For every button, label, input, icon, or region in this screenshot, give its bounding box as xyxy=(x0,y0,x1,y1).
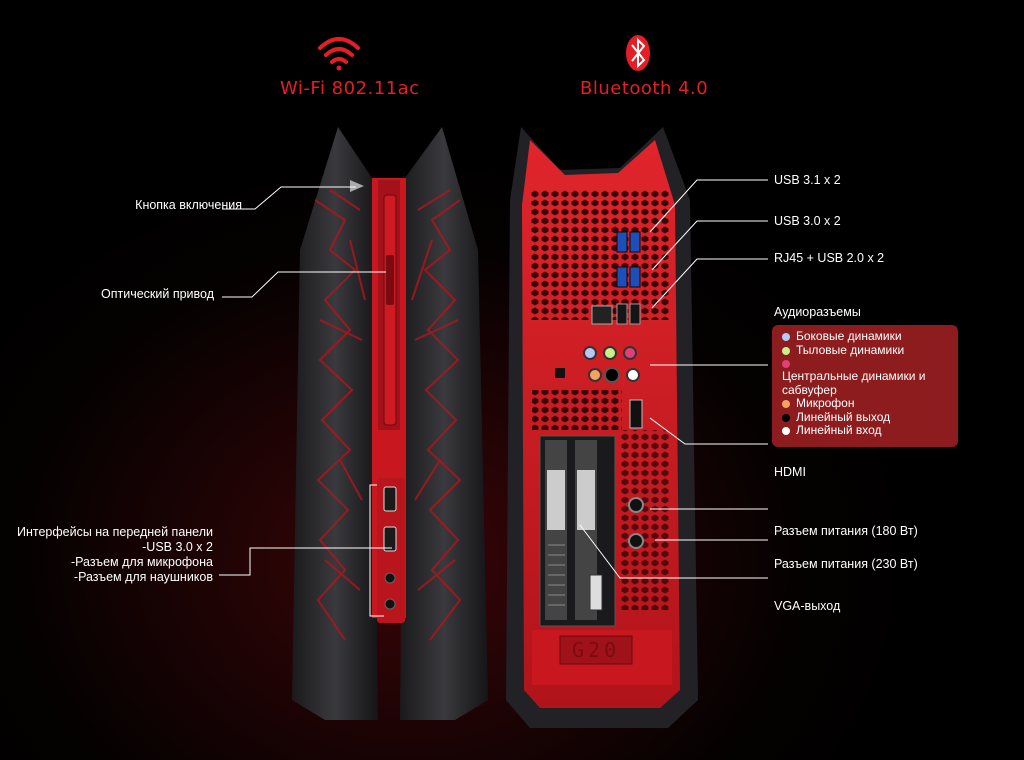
audio-legend: Боковые динамики Тыловые динамики Центра… xyxy=(772,325,958,447)
audio-item-line-out: Линейный выход xyxy=(782,410,952,425)
pc-rear-view xyxy=(506,127,698,728)
wifi-title: Wi-Fi 802.11ac xyxy=(280,78,420,99)
label-front-headphones: -Разъем для наушников xyxy=(73,570,213,584)
label-rj45: RJ45 + USB 2.0 x 2 xyxy=(774,251,885,265)
product-logo: G20 xyxy=(572,638,621,662)
audio-item-rear: Тыловые динамики xyxy=(782,343,952,358)
label-optical-drive: Оптический привод xyxy=(101,287,214,301)
label-audio-title: Аудиоразъемы xyxy=(774,305,861,319)
callout-lines xyxy=(219,179,768,617)
label-usb30: USB 3.0 x 2 xyxy=(774,214,841,228)
label-front-mic: -Разъем для микрофона xyxy=(70,555,213,569)
label-front-usb: -USB 3.0 x 2 xyxy=(142,540,213,554)
label-power-button: Кнопка включения xyxy=(135,198,242,212)
dot-icon xyxy=(782,346,790,355)
label-power-230: Разъем питания (230 Вт) xyxy=(774,557,918,571)
label-hdmi: HDMI xyxy=(774,465,806,479)
bluetooth-icon xyxy=(626,35,650,71)
rear-audio-jacks xyxy=(555,346,640,383)
dot-icon xyxy=(782,333,790,341)
pc-front-view xyxy=(292,127,488,720)
audio-item-mic: Микрофон xyxy=(782,396,952,411)
label-vga: VGA-выход xyxy=(774,599,841,613)
label-usb31: USB 3.1 x 2 xyxy=(774,173,841,187)
dot-icon xyxy=(782,413,790,422)
rear-usb-ports xyxy=(591,231,641,325)
wifi-icon xyxy=(318,37,360,71)
dot-icon xyxy=(782,427,790,435)
audio-item-line-in: Линейный вход xyxy=(782,423,952,438)
audio-item-center: Центральные динамики и сабвуфер xyxy=(782,357,952,397)
label-front-panel-title: Интерфейсы на передней панели xyxy=(16,525,213,539)
dot-icon xyxy=(782,400,790,408)
label-front-panel: Интерфейсы на передней панели -USB 3.0 x… xyxy=(10,525,213,585)
audio-item-side: Боковые динамики xyxy=(782,329,952,344)
bluetooth-title: Bluetooth 4.0 xyxy=(580,78,709,99)
label-power-180: Разъем питания (180 Вт) xyxy=(774,524,918,538)
dot-icon xyxy=(782,360,790,368)
